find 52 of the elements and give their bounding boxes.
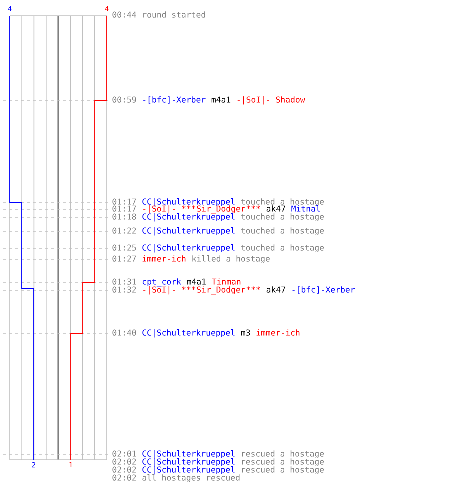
player-name: Sir_Dodger — [197, 206, 246, 214]
player-name: *** — [246, 286, 260, 290]
timestamp: 00:44 — [112, 12, 136, 18]
event-text: touched a hostage — [241, 214, 324, 222]
event-text: rescued a hostage — [242, 466, 324, 475]
player-name: CC|Schulterkrueppel — [142, 450, 235, 459]
player-name: Mitnal — [292, 206, 320, 212]
player-name: CC|Schulterkrueppel — [142, 330, 235, 338]
weapon-name: m4a1 — [212, 96, 231, 103]
timestamp: 00:59 — [112, 96, 136, 103]
timestamp: 02:01 — [112, 450, 136, 457]
player-name: CC|Schulterkrueppel — [142, 228, 235, 236]
player-name: CC|Schulterkrueppel — [142, 244, 235, 253]
timestamp: 02:02 — [112, 466, 136, 473]
player-name: -|SoI|- *** — [144, 286, 196, 295]
player-name: Tinman — [212, 278, 241, 285]
weapon-name: m3 — [241, 330, 250, 336]
timestamp: 02:02 — [112, 458, 136, 465]
player-name: immer-ich — [256, 330, 300, 336]
event-text: rescued a hostage — [242, 458, 324, 467]
player-name: CC|Schulterkrueppel — [142, 466, 235, 475]
timestamp: 01:40 — [112, 330, 136, 336]
player-name: -|SoI|- *** — [144, 206, 196, 214]
timestamp: 01:22 — [112, 228, 136, 234]
timestamp: 01:25 — [112, 244, 136, 251]
weapon-name: ak47 — [266, 206, 286, 212]
player-name: -|SoI|- Shadow — [238, 96, 306, 105]
player-name: CC|Schulterkrueppel — [142, 198, 235, 207]
timestamp: 01:17 — [112, 206, 136, 212]
timestamp: 02:02 — [112, 474, 136, 481]
timestamp: 01:18 — [112, 214, 136, 220]
player-name: *** — [246, 206, 260, 210]
player-name: CC|Schulterkrueppel — [142, 458, 235, 467]
timestamp: 01:27 — [112, 256, 136, 262]
player-name: -[bfc]-Xerber — [144, 96, 206, 104]
player-name: immer-ich — [142, 256, 186, 262]
weapon-name: m4a1 — [187, 278, 206, 285]
timestamp: 01:31 — [112, 278, 136, 285]
event-text: all hostages rescued — [142, 474, 240, 483]
event-text: touched a hostage — [241, 228, 324, 236]
player-name: CC|Schulterkrueppel — [142, 214, 235, 222]
event-text: rescued a hostage — [242, 450, 324, 459]
timestamp: 01:17 — [112, 198, 136, 205]
player-name: cpt_cork — [142, 278, 182, 287]
event-text: killed a hostage — [192, 256, 270, 264]
player-name: -[bfc]-Xerber — [292, 286, 355, 294]
event-text: touched a hostage — [241, 198, 324, 207]
event-text: touched a hostage — [241, 244, 324, 253]
event-text: round started — [144, 12, 206, 18]
weapon-name: ak47 — [266, 286, 286, 293]
timestamp: 01:32 — [112, 286, 136, 293]
player-name: Sir_Dodger — [197, 286, 246, 295]
